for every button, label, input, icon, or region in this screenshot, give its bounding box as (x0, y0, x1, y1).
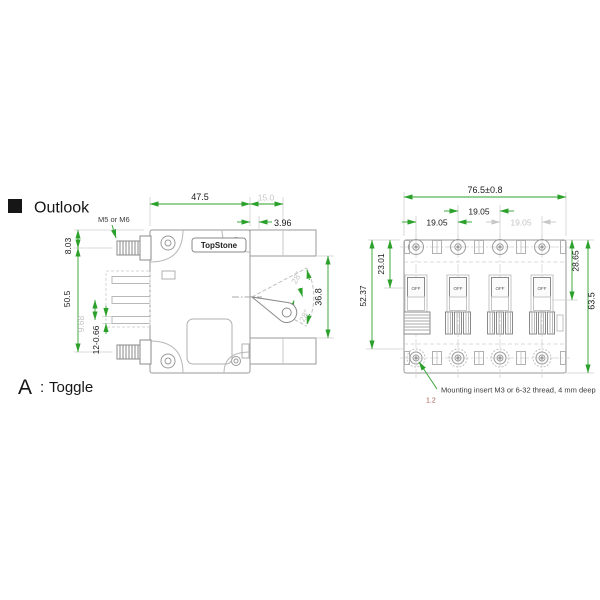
toggle-lever-tip (281, 307, 292, 318)
swing-line-up (251, 267, 307, 298)
stud-top-threads (119, 241, 139, 255)
toggle-pole-4: OFF (530, 274, 554, 313)
side-dimension-labels: 47.5 15.0 3.96 8.03 50.5 9.68 12-0.66 36… (62, 192, 324, 354)
variant-letter: A (18, 376, 32, 399)
brand-label: TopStone (191, 237, 247, 253)
toggle-pole-3: OFF (488, 274, 512, 313)
toggle-label-3: OFF (496, 286, 505, 291)
dim-overall-width: 76.5±0.8 (468, 185, 503, 195)
stud-bottom-threads (119, 345, 139, 359)
bottom-mounting-holes (406, 348, 552, 368)
mounting-note-leader (418, 361, 438, 390)
dim-toggle-top: 28.65 (571, 250, 581, 272)
bottom-slots (404, 351, 566, 365)
dim-pitch-center: 19.05 (468, 207, 490, 217)
dim-pitch-right: 19.05 (510, 218, 532, 228)
toggle-lever (250, 296, 298, 323)
front-dimension-labels: 76.5±0.8 19.05 19.05 19.05 23.01 52.37 2… (358, 185, 597, 405)
toggle-label-2: OFF (454, 286, 463, 291)
dim-body-width: 47.5 (191, 192, 209, 202)
variant-word: Toggle (49, 379, 93, 396)
variant-colon: : (40, 379, 44, 396)
dim-toggle-clearance: 36.8 (314, 288, 324, 306)
angle-down-label: 28° (297, 308, 312, 324)
dim-hole-top: 23.01 (376, 253, 386, 275)
stud-bottom (116, 339, 152, 365)
brand-text: TopStone (201, 241, 238, 250)
section-bullet-icon (8, 199, 22, 213)
variant-label: A : Toggle (18, 376, 93, 399)
stud-size-note: M5 or M6 (98, 215, 130, 224)
dim-hole-span: 52.37 (358, 285, 368, 307)
body-slot-small (161, 270, 176, 280)
toggle-label-4: OFF (538, 286, 547, 291)
mounting-note: Mounting insert M3 or 6-32 thread, 4 mm … (441, 386, 596, 395)
terminal-blades-pole4 (529, 311, 555, 335)
dim-bezel-depth: 15.0 (258, 193, 275, 203)
toggle-switches: OFF OFF OFF OFF (404, 274, 554, 313)
side-dimension-lines (75, 201, 331, 353)
side-view: TopStone (62, 192, 334, 374)
stud-top (116, 235, 152, 261)
dim-bushing: 3.96 (274, 218, 292, 228)
dim-tab-pitch: 9.68 (76, 315, 86, 332)
top-mounting-holes (408, 239, 550, 255)
dim-panel-thickness: 1.2 (426, 398, 436, 405)
breaker-body-front (403, 239, 567, 374)
front-view: OFF OFF OFF OFF (358, 185, 597, 405)
terminal-blades-pole2 (445, 311, 471, 335)
swing-arc-arrows (288, 269, 312, 325)
terminal-stud-pole1 (403, 311, 431, 335)
angle-up-label: 28° (289, 270, 304, 286)
terminal-edge-tab (556, 314, 564, 332)
terminal-tabs (105, 270, 151, 328)
dim-tab-thickness: 12-0.66 (91, 325, 101, 354)
front-dimension-lines (369, 194, 591, 390)
terminals-front (403, 311, 564, 335)
body-split-lines (404, 261, 566, 345)
front-extension-lines (366, 192, 594, 374)
top-slots (404, 240, 566, 254)
terminal-blades-pole3 (487, 311, 513, 335)
dim-stud-top: 8.03 (63, 237, 73, 254)
body-slot-right (241, 343, 250, 359)
toggle-label-1: OFF (412, 286, 421, 291)
page-header: Outlook (8, 199, 90, 217)
page-title: Outlook (34, 200, 90, 217)
body-recess (186, 318, 233, 365)
dim-pitch-left: 19.05 (426, 218, 448, 228)
corner-pads (149, 229, 251, 374)
toggle-lever-group: 28° 28° (232, 267, 315, 327)
dim-overall-height: 63.5 (587, 292, 597, 310)
toggle-pole-2: OFF (446, 274, 470, 313)
dim-stud-spacing: 50.5 (62, 290, 72, 307)
toggle-pole-1: OFF (404, 274, 428, 313)
